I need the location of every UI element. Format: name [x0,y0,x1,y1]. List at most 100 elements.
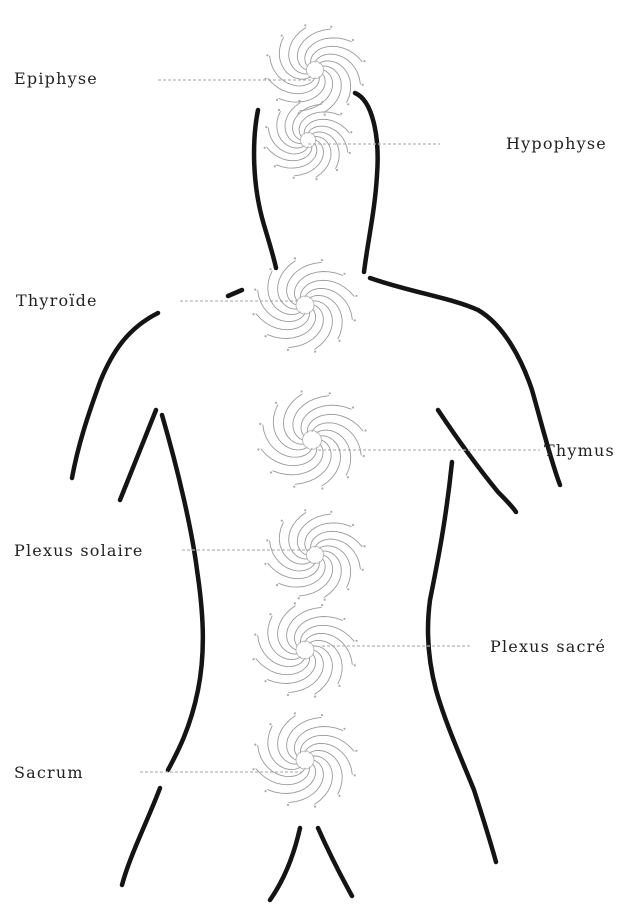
swirl-dot [365,429,367,431]
swirl-dot [354,774,356,776]
swirl-sacrum-icon [252,712,357,807]
swirl-dot [343,273,345,275]
swirl-dot [314,351,316,353]
swirl-arm [315,54,360,84]
swirl-arm [310,295,343,339]
swirl-arm [295,440,331,484]
left-leg-inner-outline [270,828,300,900]
swirl-dot [275,402,277,404]
swirl-dot [329,392,331,394]
swirl-arm [294,140,323,176]
swirl-dot [269,268,271,270]
head-right-outline [355,93,378,272]
swirl-dot [362,569,364,571]
label-epiphyse: Epiphyse [14,69,98,88]
swirl-dot [340,113,342,115]
swirl-dot [298,597,300,599]
swirl-dot [287,804,289,806]
swirl-dot [355,640,357,642]
swirl-arm [305,743,352,774]
swirl-arm [258,636,305,667]
swirl-arm [258,291,305,322]
swirl-dot [314,806,316,808]
swirl-core [296,296,314,314]
swirl-dot [270,471,272,473]
swirl-dot [293,486,295,488]
swirl-thyroide-icon [252,257,357,352]
swirl-arm [310,750,343,794]
swirl-dot [349,152,351,154]
swirl-arm [277,112,304,149]
swirl-dot [264,563,266,565]
swirl-plexus-solaire-icon [264,509,365,601]
swirl-arm [270,56,315,86]
swirl-dot [287,349,289,351]
swirl-arm [279,523,310,565]
swirl-dot [269,723,271,725]
swirl-arm [319,546,350,588]
label-plexus-solaire: Plexus solaire [14,541,144,560]
swirl-dot [343,728,345,730]
swirl-dot [281,520,283,522]
swirl-dot [352,39,354,41]
swirl-arm [305,288,352,319]
label-sacrum: Sacrum [14,763,84,782]
swirl-arm [310,640,343,684]
swirl-dot [321,487,323,489]
label-thyroide: Thyroïde [16,291,98,310]
swirl-arm [319,61,350,103]
swirl-dot [321,604,323,606]
left-shoulder-outline [228,290,242,296]
swirl-arm [300,555,333,596]
swirl-dot [354,664,356,666]
swirl-core [306,546,323,563]
left-arm-inner-outline [120,410,156,500]
swirl-dot [281,35,283,37]
swirl-dot [321,714,323,716]
swirl-arm [270,541,315,571]
swirl-thymus-icon [257,390,366,489]
swirl-arm [317,430,351,475]
swirl-arm [273,405,307,450]
swirl-dot [347,103,349,105]
label-thymus: Thymus [544,441,615,460]
swirl-dot [347,588,349,590]
swirl-dot [266,54,268,56]
swirl-core [306,61,323,78]
swirl-dot [354,319,356,321]
swirl-arm [289,760,324,803]
swirl-dot [259,423,261,425]
swirl-dot [254,634,256,636]
swirl-dot [338,685,340,687]
swirl-dot [350,131,352,133]
swirl-arm [268,271,301,315]
swirl-dot [252,658,254,660]
swirl-arm [287,262,322,305]
swirl-dot [363,455,365,457]
swirl-dot [293,177,295,179]
swirl-arm [297,514,330,555]
right-torso-outline [428,462,496,862]
swirl-dot [336,169,338,171]
label-plexus-sacre: Plexus sacré [490,637,606,656]
swirl-arm [268,726,301,770]
right-leg-inner-outline [318,828,352,896]
swirl-arm [308,126,348,152]
swirl-arm [312,132,339,169]
swirl-dot [254,744,256,746]
swirl-arm [289,305,324,348]
swirl-dot [338,340,340,342]
swirl-arm [289,650,324,693]
swirl-dot [324,114,326,116]
swirl-dot [314,696,316,698]
swirl-dot [355,295,357,297]
swirl-plexus-sacre-icon [252,602,357,697]
swirl-arm [263,425,312,457]
swirl-dot [338,795,340,797]
swirl-core [296,641,314,659]
swirl-dot [330,26,332,28]
right-shoulder-outline [370,278,560,485]
swirl-dot [264,78,266,80]
swirl-dot [266,539,268,541]
